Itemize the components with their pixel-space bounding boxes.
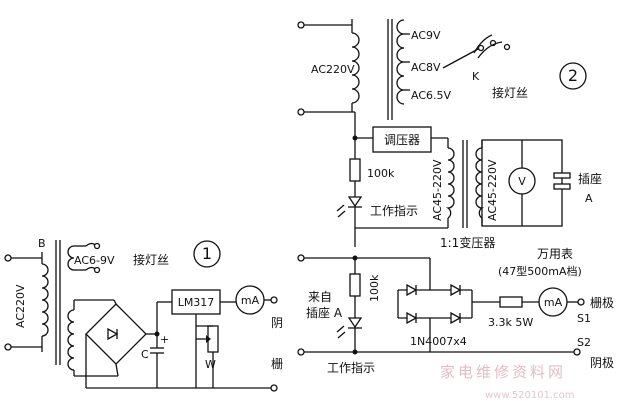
- main-transformer-secondary: [396, 19, 405, 105]
- multimeter-model: (47型500mA档): [498, 264, 582, 278]
- tap-label-8v: AC8V: [411, 61, 441, 74]
- indicator-led: [347, 196, 363, 208]
- circuit-3: 来自 插座 A 100k 工作指示 1N4007x4 3.3k 5W: [297, 247, 614, 375]
- grid-label-b: 栅极: [590, 295, 614, 310]
- source-terminal-bottom: [297, 348, 305, 356]
- s2-label: S2: [577, 336, 591, 349]
- transformer-caption: 1:1变压器: [440, 235, 495, 250]
- voltmeter-label: V: [518, 175, 526, 188]
- filament-label: 接灯丝: [492, 85, 528, 100]
- diode-1: [406, 283, 418, 297]
- resistor-100k-b: [349, 273, 361, 297]
- resistor2-label: 3.3k 5W: [488, 316, 533, 329]
- terminal-grid-1: [270, 384, 278, 392]
- input-terminal-bottom: [297, 108, 305, 116]
- resistor-label: 100k: [367, 167, 395, 180]
- milliammeter-label-1: mA: [241, 294, 260, 307]
- transformer-b-secondary-upper: [67, 245, 75, 271]
- source-label-line-1: 来自: [308, 290, 332, 304]
- circuit-1: AC220V B AC6-9V 接灯丝 1: [4, 237, 283, 392]
- indicator-label-b: 工作指示: [327, 360, 375, 375]
- terminal-s2: [573, 348, 581, 356]
- tap-label-6v5: AC6.5V: [411, 89, 452, 102]
- input-label-1: AC220V: [14, 284, 27, 328]
- cathode-label-b: 阴极: [590, 356, 614, 370]
- capacitor-label: C: [141, 348, 149, 361]
- switch-label: K: [472, 70, 480, 83]
- switch-contact-3: [503, 43, 511, 51]
- secondary-label: AC45-220V: [486, 159, 499, 221]
- socket-letter: A: [585, 192, 593, 205]
- diode-2: [450, 283, 462, 297]
- watermark-url: www.520101.com: [485, 390, 575, 401]
- terminal-s1: [577, 298, 585, 306]
- voltage-regulator: [372, 126, 432, 153]
- input-terminal-top: [297, 21, 305, 29]
- cathode-label-1: 阴: [271, 316, 283, 330]
- diode-4: [450, 311, 462, 325]
- primary-label: AC45-220V: [431, 159, 444, 221]
- switch-contact-1: [477, 44, 485, 52]
- regulator-label-1: LM317: [178, 296, 215, 309]
- input-terminal-bottom-1: [4, 343, 12, 351]
- resistor-label-b: 100k: [368, 274, 381, 302]
- socket-label: 插座: [578, 171, 602, 186]
- milliammeter-label-b: mA: [544, 296, 563, 309]
- source-label-line-2: 插座 A: [306, 305, 343, 320]
- resistor-100k: [349, 158, 361, 182]
- socket-a-pin-1: [553, 172, 571, 179]
- socket-a-pin-2: [553, 183, 571, 190]
- circuit-number: 2: [568, 66, 578, 85]
- multimeter-label: 万用表: [537, 247, 573, 261]
- circuit-number-1: 1: [202, 244, 212, 263]
- s1-label: S1: [577, 312, 591, 325]
- source-terminal-top: [297, 254, 305, 262]
- transformer-b-secondary-lower: [67, 309, 75, 371]
- grid-label-1: 栅: [271, 356, 283, 371]
- svg-text:+: +: [160, 333, 169, 346]
- diode-3: [406, 311, 418, 325]
- input-terminal-top-1: [4, 254, 12, 262]
- transformer-label-b: B: [38, 237, 46, 250]
- isolation-transformer-secondary: [475, 147, 485, 219]
- tap-label-9v: AC9V: [411, 29, 441, 42]
- circuit-number-badge: [559, 62, 587, 90]
- circuit-number-badge-1: [193, 240, 221, 268]
- pot-label: W: [205, 358, 216, 371]
- diodes-label: 1N4007x4: [410, 335, 467, 348]
- regulator-label: 调压器: [384, 133, 420, 147]
- bridge-diode: [107, 327, 119, 341]
- isolation-transformer-primary: [445, 147, 455, 219]
- indicator-label: 工作指示: [370, 203, 418, 218]
- transformer-b-primary: [41, 263, 49, 337]
- filament-label-1: 接灯丝: [133, 252, 169, 267]
- resistor-3k3: [499, 296, 523, 308]
- terminal-cathode-1: [270, 296, 278, 304]
- winding-label: AC6-9V: [74, 254, 115, 267]
- watermark-text: 家电维修资料网: [440, 363, 566, 381]
- main-transformer-primary: [351, 32, 360, 104]
- circuit-2: AC220V AC9V AC8V AC6.5V K 接灯丝 2 调压器: [297, 19, 602, 250]
- indicator-led-b: [347, 317, 363, 329]
- input-label: AC220V: [311, 63, 355, 76]
